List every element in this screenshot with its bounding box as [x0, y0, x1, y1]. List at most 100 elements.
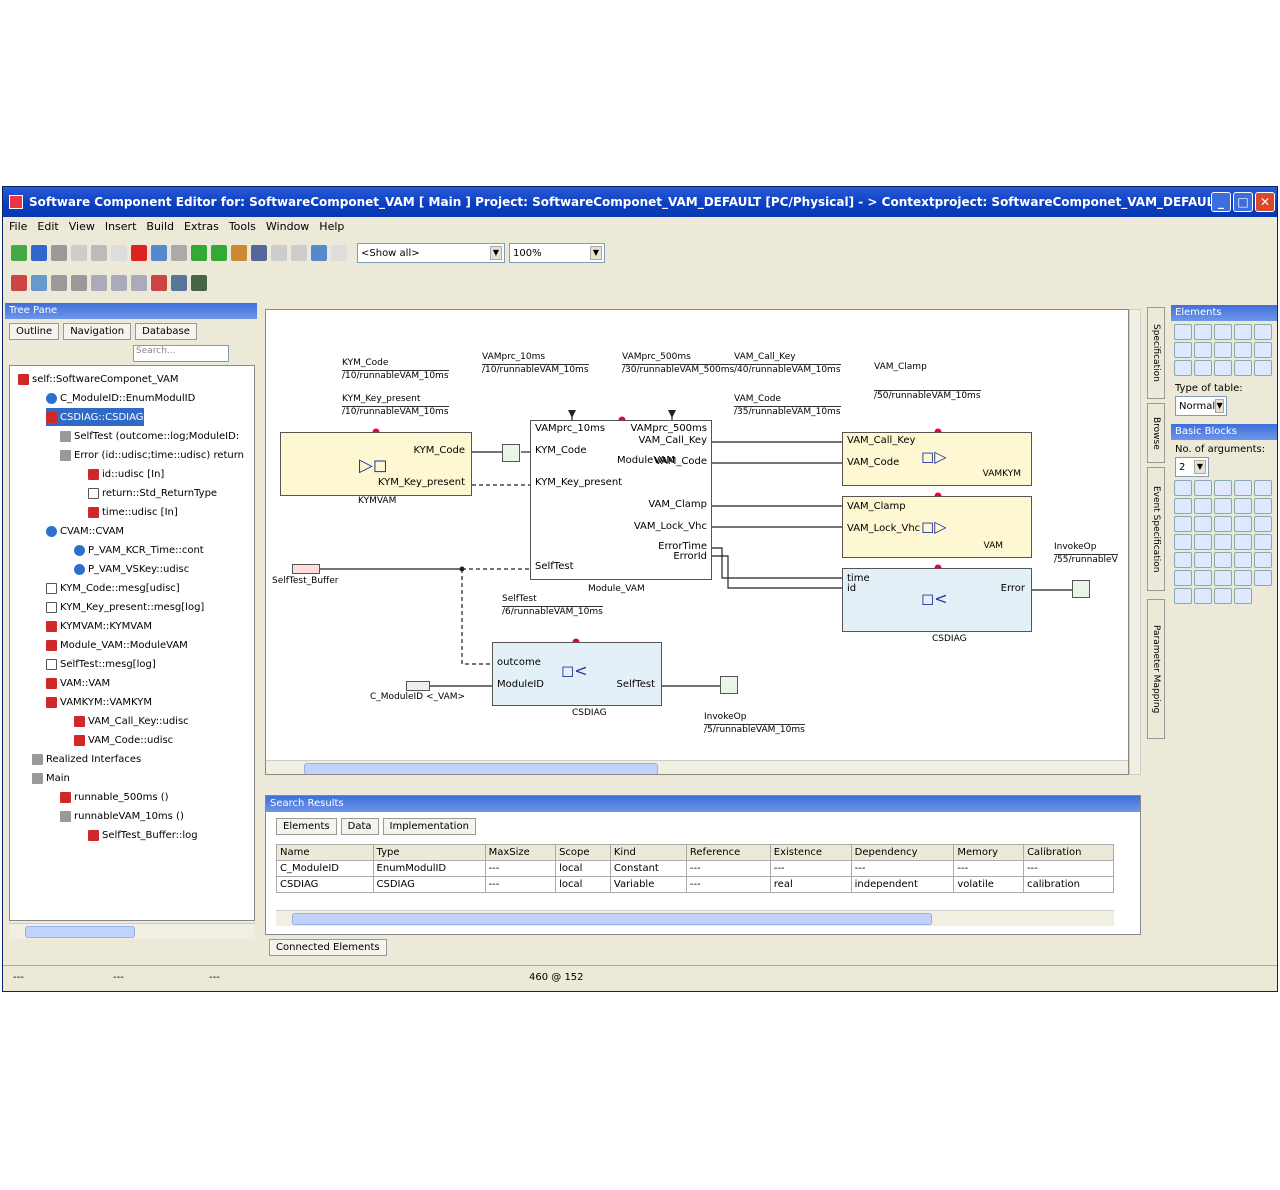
block-vam[interactable]: VAM_Clamp VAM_Lock_Vhc ◻▷ VAM	[842, 496, 1032, 558]
scroll-thumb[interactable]	[292, 913, 932, 925]
block-tool-icon[interactable]	[1194, 516, 1212, 532]
block-csdiag-1[interactable]: time id Error ◻<	[842, 568, 1032, 632]
block-tool-icon[interactable]	[1194, 480, 1212, 496]
element-icon[interactable]	[1234, 342, 1252, 358]
element-icon[interactable]	[1234, 360, 1252, 376]
block-tool-icon[interactable]	[1234, 588, 1252, 604]
block-tool-icon[interactable]	[1174, 552, 1192, 568]
constant-icon[interactable]	[406, 681, 430, 691]
tab-elements[interactable]: Elements	[276, 818, 337, 835]
col-maxsize[interactable]: MaxSize	[484, 844, 557, 861]
tree-item[interactable]: SelfTest_Buffer::log	[88, 826, 198, 844]
col-memory[interactable]: Memory	[953, 844, 1025, 861]
tree-item[interactable]: KYMVAM::KYMVAM	[46, 617, 152, 635]
menu-window[interactable]: Window	[265, 219, 310, 233]
col-dependency[interactable]: Dependency	[850, 844, 955, 861]
scroll-thumb[interactable]	[304, 763, 658, 774]
vtab-browse[interactable]: Browse	[1147, 403, 1165, 463]
block-tool-icon[interactable]	[1194, 552, 1212, 568]
element-icon[interactable]	[1174, 324, 1192, 340]
block-module-vam[interactable]: VAMprc_10ms VAMprc_500ms VAM_Call_Key KY…	[530, 420, 712, 580]
tree-item[interactable]: time::udisc [In]	[88, 503, 178, 521]
save-icon[interactable]	[31, 245, 47, 261]
menu-help[interactable]: Help	[319, 219, 345, 233]
element-icon[interactable]	[1194, 360, 1212, 376]
block-tool-icon[interactable]	[1254, 570, 1272, 586]
element-icon[interactable]	[1214, 360, 1232, 376]
vtab-parameter-mapping[interactable]: Parameter Mapping	[1147, 599, 1165, 739]
insert-icon[interactable]	[11, 275, 27, 291]
tree-item[interactable]: return::Std_ReturnType	[88, 484, 217, 502]
paste-icon[interactable]	[111, 245, 127, 261]
tree-item[interactable]: VAM_Code::udisc	[74, 731, 173, 749]
col-scope[interactable]: Scope	[555, 844, 611, 861]
block-tool-icon[interactable]	[1174, 498, 1192, 514]
scroll-thumb[interactable]	[25, 926, 135, 938]
tree-item[interactable]: KYM_Code::mesg[udisc]	[46, 579, 180, 597]
tool-icon[interactable]	[271, 245, 287, 261]
layout2-icon[interactable]	[71, 275, 87, 291]
canvas-vscrollbar[interactable]	[1129, 309, 1141, 775]
tool2-icon[interactable]	[291, 245, 307, 261]
element-icon[interactable]	[1174, 360, 1192, 376]
tree-item[interactable]: P_VAM_VSKey::udisc	[74, 560, 189, 578]
tree-item[interactable]: CVAM::CVAM	[46, 522, 124, 540]
tree-item[interactable]: Error (id::udisc;time::udisc) return	[60, 446, 244, 464]
menu-build[interactable]: Build	[146, 219, 175, 233]
tree-item[interactable]: Main	[32, 769, 70, 787]
tree-scrollbar[interactable]	[9, 923, 255, 939]
build-icon[interactable]	[231, 245, 247, 261]
delete-icon[interactable]	[131, 245, 147, 261]
tree-icon[interactable]	[191, 275, 207, 291]
tree-item[interactable]: runnableVAM_10ms ()	[60, 807, 184, 825]
minimize-button[interactable]: _	[1211, 192, 1231, 212]
tree-item[interactable]: CSDIAG::CSDIAG	[46, 408, 144, 426]
block-kymvam[interactable]: KYM_Code KYM_Key_present ▷◻	[280, 432, 472, 496]
tab-connected-elements[interactable]: Connected Elements	[269, 939, 387, 956]
filter-combo[interactable]: <Show all>▼	[357, 243, 505, 263]
print-icon[interactable]	[51, 245, 67, 261]
block-tool-icon[interactable]	[1174, 588, 1192, 604]
undo-icon[interactable]	[151, 245, 167, 261]
element-icon[interactable]	[1254, 342, 1272, 358]
zoom-combo[interactable]: 100%▼	[509, 243, 605, 263]
element-icon[interactable]	[1234, 324, 1252, 340]
forward-icon[interactable]	[211, 245, 227, 261]
col-reference[interactable]: Reference	[685, 844, 771, 861]
tree-item[interactable]: self::SoftwareComponet_VAM	[18, 370, 179, 388]
block-tool-icon[interactable]	[1254, 534, 1272, 550]
block-tool-icon[interactable]	[1234, 534, 1252, 550]
element-icon[interactable]	[1254, 324, 1272, 340]
element-icon[interactable]	[1174, 342, 1192, 358]
redo-icon[interactable]	[171, 245, 187, 261]
tree-item[interactable]: SelfTest::mesg[log]	[46, 655, 156, 673]
info-icon[interactable]	[311, 245, 327, 261]
element-icon[interactable]	[1194, 324, 1212, 340]
vtab-specification[interactable]: Specification	[1147, 307, 1165, 399]
element-icon[interactable]	[1214, 342, 1232, 358]
block-tool-icon[interactable]	[1234, 480, 1252, 496]
bracket2-icon[interactable]	[131, 275, 147, 291]
menu-tools[interactable]: Tools	[228, 219, 256, 233]
element-icon[interactable]	[1214, 324, 1232, 340]
block-tool-icon[interactable]	[1234, 516, 1252, 532]
block-tool-icon[interactable]	[1174, 534, 1192, 550]
diagram-canvas[interactable]: KYM_Code /10/runnableVAM_10ms KYM_Key_pr…	[265, 309, 1129, 775]
tab-navigation[interactable]: Navigation	[63, 323, 132, 340]
results-scrollbar[interactable]	[276, 910, 1114, 926]
tree-item[interactable]: Realized Interfaces	[32, 750, 141, 768]
cut-icon[interactable]	[71, 245, 87, 261]
tree-item[interactable]: C_ModuleID::EnumModulID	[46, 389, 195, 407]
search-icon[interactable]	[251, 245, 267, 261]
tree-item[interactable]: VAMKYM::VAMKYM	[46, 693, 152, 711]
tab-implementation[interactable]: Implementation	[382, 818, 476, 835]
block-tool-icon[interactable]	[1234, 570, 1252, 586]
block-tool-icon[interactable]	[1254, 516, 1272, 532]
tab-database[interactable]: Database	[135, 323, 197, 340]
block-tool-icon[interactable]	[1254, 480, 1272, 496]
block-tool-icon[interactable]	[1214, 480, 1232, 496]
element-icon[interactable]	[1254, 360, 1272, 376]
col-existence[interactable]: Existence	[769, 844, 852, 861]
tree-item[interactable]: id::udisc [In]	[88, 465, 164, 483]
